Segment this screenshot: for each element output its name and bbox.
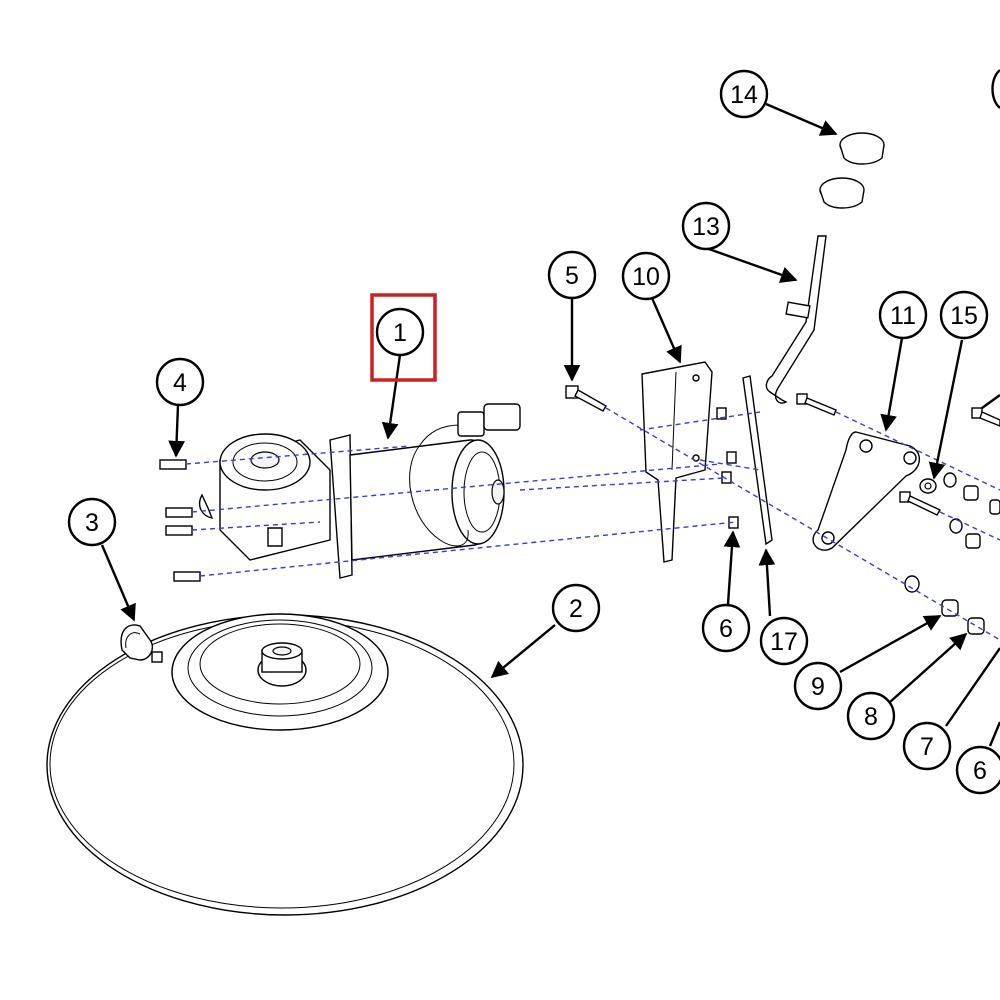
knobs — [819, 132, 885, 209]
callout-2[interactable]: 2 — [551, 583, 601, 633]
callout-4-label: 4 — [173, 369, 187, 397]
hitch-pin-clip — [120, 624, 163, 663]
callout-1[interactable]: 1 — [375, 307, 425, 357]
callout-14[interactable]: 14 — [719, 69, 769, 119]
callout-6-right-label: 6 — [973, 757, 987, 785]
mounting-bracket — [641, 361, 713, 563]
callout-1-label: 1 — [393, 319, 407, 347]
callout-14-label: 14 — [730, 81, 758, 109]
callout-9-label: 9 — [811, 673, 825, 701]
bracket-bolt — [565, 385, 607, 412]
callout-leaders — [100, 102, 1000, 747]
callout-11-label: 11 — [890, 302, 916, 330]
washers-spacers — [904, 472, 1000, 635]
bracket-nuts — [716, 407, 739, 529]
spreader-disc — [46, 613, 524, 916]
callout-11[interactable]: 11 — [878, 290, 928, 340]
callout-17[interactable]: 17 — [759, 616, 809, 666]
callout-6[interactable]: 6 — [701, 603, 751, 653]
callout-4[interactable]: 4 — [155, 357, 205, 407]
gasket-strip — [742, 375, 773, 546]
highlight-box — [370, 293, 437, 382]
gear-motor — [219, 403, 521, 579]
callout-17-label: 17 — [770, 628, 798, 656]
callout-7[interactable]: 7 — [902, 721, 952, 771]
callout-3[interactable]: 3 — [67, 497, 117, 547]
callout-10[interactable]: 10 — [621, 251, 671, 301]
callout-3-label: 3 — [85, 509, 99, 537]
agitator-rod — [765, 235, 827, 404]
callout-partial-edge — [991, 69, 1000, 109]
callout-13[interactable]: 13 — [681, 201, 731, 251]
plate-bolts — [796, 393, 1000, 516]
callout-5[interactable]: 5 — [547, 250, 597, 300]
motor-bolts — [159, 459, 214, 582]
callout-13-label: 13 — [692, 213, 720, 241]
callout-15[interactable]: 15 — [939, 290, 989, 340]
callout-7-label: 7 — [920, 733, 934, 761]
callout-9[interactable]: 9 — [793, 661, 843, 711]
callout-6-label: 6 — [719, 615, 733, 643]
callout-2-label: 2 — [569, 595, 583, 623]
callout-15-label: 15 — [950, 302, 978, 330]
callout-8[interactable]: 8 — [846, 691, 896, 741]
callout-10-label: 10 — [632, 263, 660, 291]
assembly-axes — [185, 407, 1000, 641]
callout-8-label: 8 — [864, 703, 878, 731]
callout-5-label: 5 — [565, 262, 579, 290]
linkage-plate — [812, 431, 920, 551]
callout-6-right[interactable]: 6 — [955, 745, 1000, 795]
